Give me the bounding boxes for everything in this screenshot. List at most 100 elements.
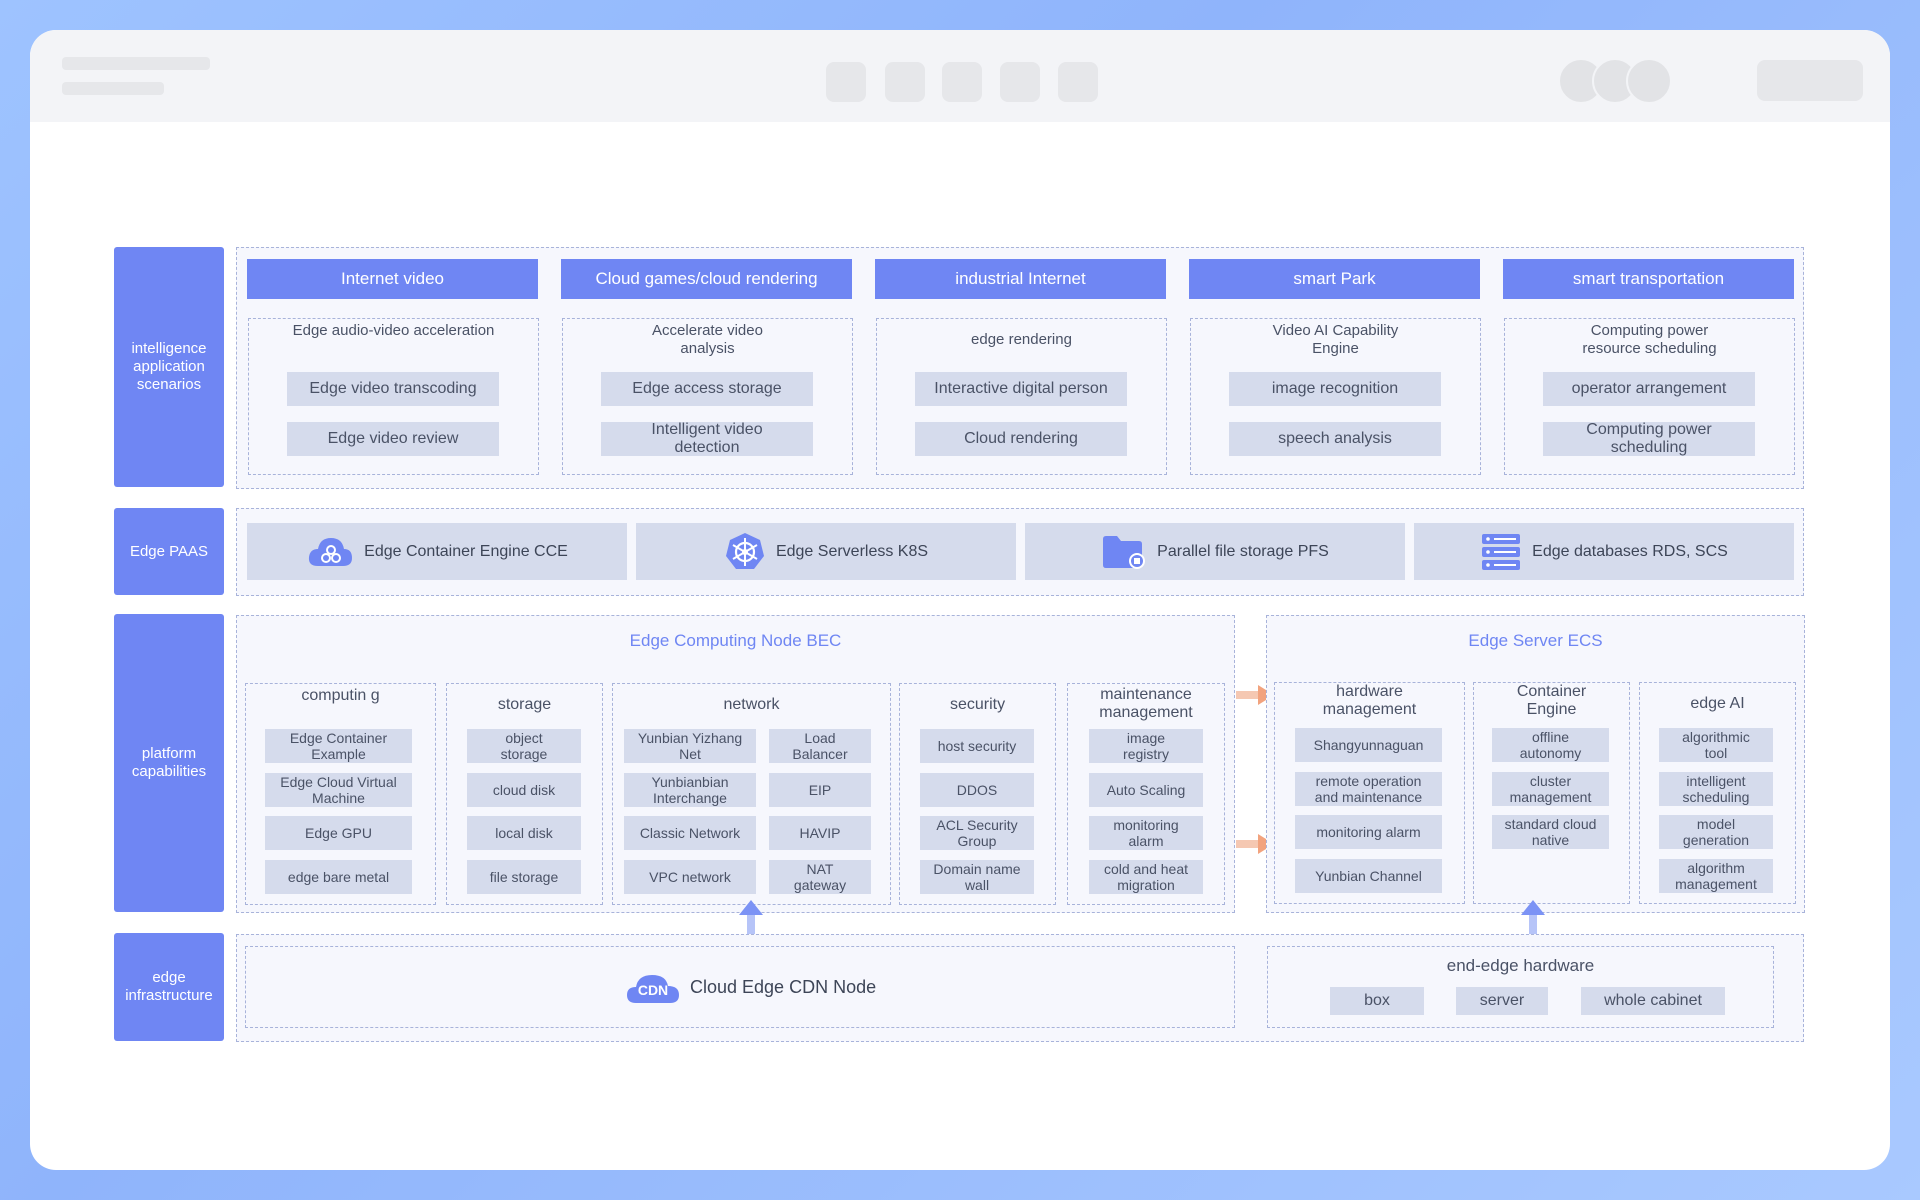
subtitle-placeholder <box>62 82 164 95</box>
ai-item: model generation <box>1659 815 1773 849</box>
group-title: hardware management <box>1322 683 1417 718</box>
scenario-card: Video AI Capability Engine image recogni… <box>1190 318 1481 475</box>
paas-card-label: Edge databases RDS, SCS <box>1532 542 1728 560</box>
scenario-item: Cloud rendering <box>915 422 1127 456</box>
container-item: offline autonomy <box>1492 728 1609 762</box>
paas-card-cce: Edge Container Engine CCE <box>247 523 627 580</box>
scenario-item: Computing power scheduling <box>1543 421 1755 456</box>
hardware-group: hardware management Shangyunnaguan remot… <box>1274 682 1465 904</box>
hw-item: server <box>1456 987 1548 1015</box>
arrow-up-icon <box>739 900 763 939</box>
cdn-box <box>245 946 1235 1028</box>
scenario-header: Internet video <box>247 259 538 299</box>
hardware-item: remote operation and maintenance <box>1295 772 1442 806</box>
scenario-item: Intelligent video detection <box>601 421 813 456</box>
container-group: Container Engine offline autonomy cluste… <box>1473 682 1630 904</box>
network-item: EIP <box>769 773 871 807</box>
arrow-up-icon <box>1521 900 1545 939</box>
cdn-cloud-icon: CDN <box>626 970 680 1004</box>
ecs-title: Edge Server ECS <box>1468 631 1603 650</box>
group-title: edge AI <box>1690 695 1745 712</box>
security-item: host security <box>920 729 1034 763</box>
scenario-header: smart Park <box>1189 259 1480 299</box>
scenario-title: edge rendering <box>971 331 1072 348</box>
scenario-title: Video AI Capability Engine <box>1272 322 1399 357</box>
ai-item: algorithmic tool <box>1659 728 1773 762</box>
computing-item: Edge Container Example <box>265 729 412 763</box>
network-item: HAVIP <box>769 816 871 850</box>
security-item: Domain name wall <box>920 860 1034 894</box>
cdn-badge: CDN <box>637 982 669 998</box>
maintenance-item: Auto Scaling <box>1089 773 1203 807</box>
scenario-title: Accelerate video analysis <box>652 322 763 357</box>
network-item: Yunbian Yizhang Net <box>624 729 756 763</box>
storage-item: file storage <box>467 860 581 894</box>
cdn-label: Cloud Edge CDN Node <box>690 976 877 997</box>
toolbar-button-4[interactable] <box>1000 62 1040 102</box>
scenario-card: edge rendering Interactive digital perso… <box>876 318 1167 475</box>
group-title: maintenance management <box>1099 686 1193 721</box>
network-item: Load Balancer <box>769 729 871 763</box>
maintenance-item: cold and heat migration <box>1089 860 1203 894</box>
security-item: ACL Security Group <box>920 816 1034 850</box>
storage-item: object storage <box>467 729 581 763</box>
scenario-card: Computing power resource scheduling oper… <box>1504 318 1795 475</box>
scenario-item: Interactive digital person <box>915 372 1127 406</box>
toolbar-button-2[interactable] <box>885 62 925 102</box>
toolbar-button-5[interactable] <box>1058 62 1098 102</box>
computing-item: Edge Cloud Virtual Machine <box>265 773 412 807</box>
ai-item: intelligent scheduling <box>1659 772 1773 806</box>
kubernetes-icon <box>725 532 764 569</box>
hw-item: whole cabinet <box>1581 987 1725 1015</box>
security-item: DDOS <box>920 773 1034 807</box>
security-group: security host security DDOS ACL Security… <box>899 683 1056 905</box>
scenario-item: speech analysis <box>1229 422 1441 456</box>
layer-label-platform: platform capabilities <box>114 614 224 912</box>
network-group: network Yunbian Yizhang Net Yunbianbian … <box>612 683 891 905</box>
ai-item: algorithm management <box>1659 859 1773 893</box>
group-title: computin g <box>301 687 380 704</box>
scenario-header: industrial Internet <box>875 259 1166 299</box>
scenario-item: Edge access storage <box>601 372 813 406</box>
action-button[interactable] <box>1757 60 1863 101</box>
network-item: Classic Network <box>624 816 756 850</box>
storage-item: cloud disk <box>467 773 581 807</box>
avatar[interactable] <box>1626 58 1672 104</box>
maintenance-item: image registry <box>1089 729 1203 763</box>
folder-storage-icon <box>1103 535 1146 569</box>
hardware-box: end-edge hardware box server whole cabin… <box>1267 946 1774 1028</box>
scenario-item: Edge video transcoding <box>287 372 499 406</box>
layer-label-paas: Edge PAAS <box>114 508 224 595</box>
scenario-item: operator arrangement <box>1543 372 1755 406</box>
storage-group: storage object storage cloud disk local … <box>446 683 603 905</box>
paas-card-k8s: Edge Serverless K8S <box>636 523 1016 580</box>
scenario-header: Cloud games/cloud rendering <box>561 259 852 299</box>
hardware-item: Shangyunnaguan <box>1295 728 1442 762</box>
scenario-title: Edge audio-video acceleration <box>292 322 495 339</box>
toolbar-button-3[interactable] <box>942 62 982 102</box>
paas-card-pfs: Parallel file storage PFS <box>1025 523 1405 580</box>
maintenance-item: monitoring alarm <box>1089 816 1203 850</box>
group-title: storage <box>497 696 552 713</box>
hardware-item: Yunbian Channel <box>1295 859 1442 893</box>
network-item: NAT gateway <box>769 860 871 894</box>
layer-label-scenarios: intelligence application scenarios <box>114 247 224 487</box>
toolbar-button-1[interactable] <box>826 62 866 102</box>
storage-item: local disk <box>467 816 581 850</box>
layer-label-infra: edge infrastructure <box>114 933 224 1041</box>
window-toolbar <box>30 30 1890 122</box>
group-title: network <box>723 696 780 713</box>
scenario-header: smart transportation <box>1503 259 1794 299</box>
container-item: cluster management <box>1492 772 1609 806</box>
computing-group: computin g Edge Container Example Edge C… <box>245 683 436 905</box>
paas-card-label: Edge Serverless K8S <box>775 542 929 560</box>
paas-card-label: Edge Container Engine CCE <box>364 542 568 560</box>
hw-title: end-edge hardware <box>1446 956 1595 975</box>
hw-item: box <box>1330 987 1424 1015</box>
scenario-card: Edge audio-video acceleration Edge video… <box>248 318 539 475</box>
container-item: standard cloud native <box>1492 815 1609 849</box>
group-title: Container Engine <box>1516 683 1587 718</box>
paas-card-rds: Edge databases RDS, SCS <box>1414 523 1794 580</box>
bec-title: Edge Computing Node BEC <box>629 631 842 650</box>
